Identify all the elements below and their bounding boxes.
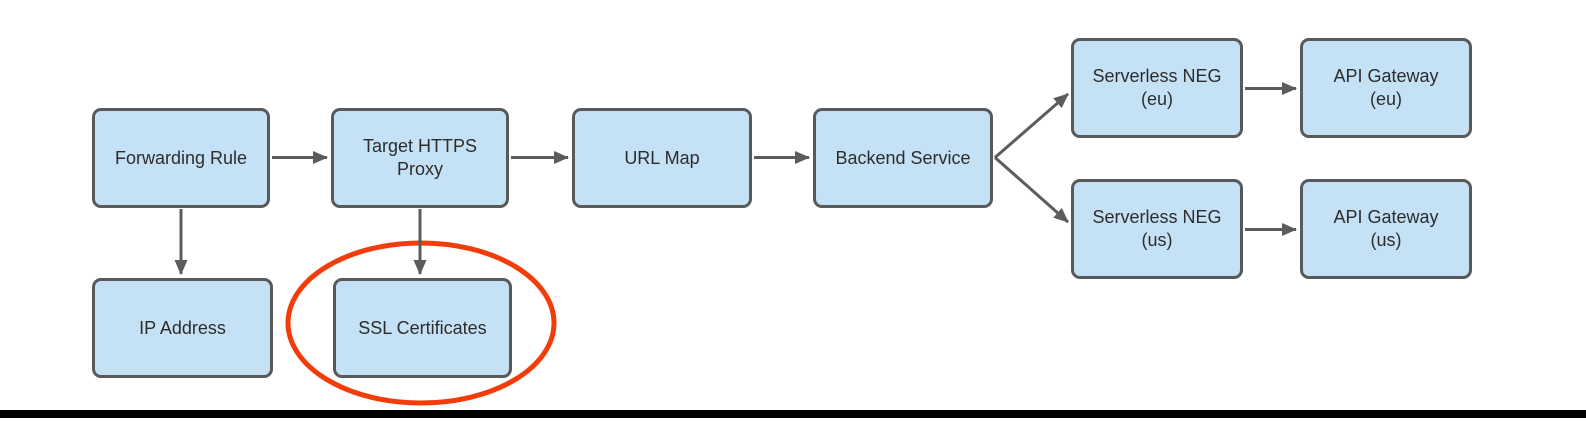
node-label-backend-service: Backend Service <box>835 147 971 168</box>
node-label-api-gateway-eu: API Gateway (eu) <box>1333 66 1439 109</box>
arrow-backend-service-to-serverless-neg-us <box>994 156 1069 224</box>
node-forwarding-rule: Forwarding Rule <box>92 108 270 208</box>
node-serverless-neg-eu: Serverless NEG (eu) <box>1071 38 1243 138</box>
arrow-backend-service-to-serverless-neg-eu <box>994 92 1069 159</box>
node-label-serverless-neg-us: Serverless NEG (us) <box>1092 207 1222 250</box>
node-ssl-certificates: SSL Certificates <box>333 278 512 378</box>
node-target-https-proxy: Target HTTPS Proxy <box>331 108 509 208</box>
node-label-serverless-neg-eu: Serverless NEG (eu) <box>1092 66 1222 109</box>
node-api-gateway-us: API Gateway (us) <box>1300 179 1472 279</box>
node-backend-service: Backend Service <box>813 108 993 208</box>
node-url-map: URL Map <box>572 108 752 208</box>
node-label-ip-address: IP Address <box>139 317 226 338</box>
node-serverless-neg-us: Serverless NEG (us) <box>1071 179 1243 279</box>
node-label-target-https-proxy: Target HTTPS Proxy <box>362 136 478 179</box>
node-label-forwarding-rule: Forwarding Rule <box>114 147 248 168</box>
node-label-ssl-certificates: SSL Certificates <box>358 317 487 338</box>
node-ip-address: IP Address <box>92 278 273 378</box>
bottom-black-bar <box>0 410 1586 418</box>
node-label-url-map: URL Map <box>624 147 700 168</box>
node-api-gateway-eu: API Gateway (eu) <box>1300 38 1472 138</box>
node-label-api-gateway-us: API Gateway (us) <box>1333 207 1439 250</box>
